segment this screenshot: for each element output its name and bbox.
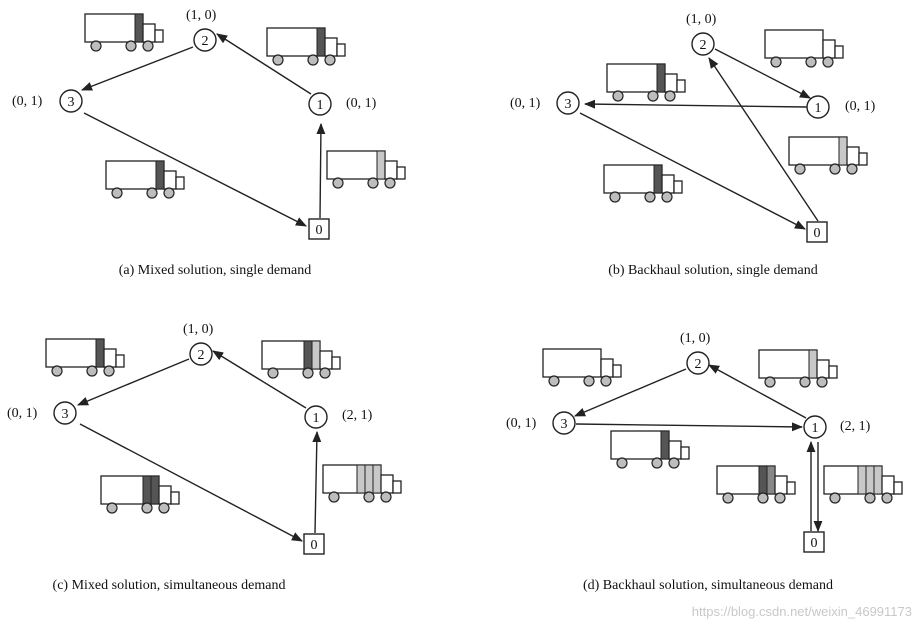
truck-icon — [266, 27, 346, 66]
truck-icon — [105, 160, 185, 199]
edge-c-0-1 — [312, 430, 322, 534]
node-a-3: 3 — [59, 89, 83, 113]
truck-icon — [322, 464, 402, 503]
edge-b-0-2 — [708, 57, 819, 222]
caption-d: (d) Backhaul solution, simultaneous dema… — [583, 578, 833, 593]
node-a-1: 1 — [308, 92, 332, 116]
caption-c: (c) Mixed solution, simultaneous demand — [53, 578, 286, 593]
panel-b: 1 2 3 0 (0, 1) (1, 0) (0, 1) (b) Backhau… — [510, 12, 876, 278]
node-c-3-label: (0, 1) — [7, 406, 38, 421]
truck-icon — [326, 150, 406, 189]
svg-text:0: 0 — [316, 223, 323, 238]
caption-a: (a) Mixed solution, single demand — [119, 263, 311, 278]
truck-icon — [716, 465, 796, 504]
truck-icon — [788, 136, 868, 175]
node-a-1-label: (0, 1) — [346, 96, 377, 111]
edge-c-3-0 — [79, 423, 303, 542]
truck-icon — [45, 338, 125, 377]
edge-c-2-3 — [76, 358, 190, 406]
truck-icon — [610, 430, 690, 469]
svg-text:1: 1 — [815, 101, 822, 116]
node-d-2: 2 — [686, 351, 710, 375]
svg-text:0: 0 — [811, 536, 818, 551]
svg-text:0: 0 — [311, 538, 318, 553]
node-d-1: 1 — [803, 415, 827, 439]
node-b-2: 2 — [691, 32, 715, 56]
node-c-2-label: (1, 0) — [183, 322, 214, 337]
edge-b-2-1 — [714, 48, 811, 99]
node-d-1-label: (2, 1) — [840, 419, 871, 434]
panel-d: 1 2 3 0 (2, 1) (1, 0) (0, 1) (d) Backhau… — [506, 331, 903, 593]
edge-a-1-2 — [216, 33, 312, 95]
node-c-3: 3 — [53, 401, 77, 425]
edge-a-2-3 — [80, 46, 194, 91]
node-a-2-label: (1, 0) — [186, 8, 217, 23]
node-a-3-label: (0, 1) — [12, 94, 43, 109]
edge-a-0-1 — [316, 122, 326, 219]
node-b-1-label: (0, 1) — [845, 99, 876, 114]
truck-icon — [100, 475, 180, 514]
svg-text:3: 3 — [561, 417, 568, 432]
truck-icon — [261, 340, 341, 379]
truck-icon — [606, 63, 686, 102]
depot-a-0: 0 — [308, 218, 330, 240]
panel-c: 1 2 3 0 (2, 1) (1, 0) (0, 1) (c) Mixed s… — [7, 322, 402, 593]
svg-text:1: 1 — [317, 98, 324, 113]
svg-text:3: 3 — [68, 95, 75, 110]
panel-a: 1 2 3 0 (0, 1) (1, 0) (0, 1) (a) Mixed s… — [12, 8, 406, 278]
node-c-1: 1 — [304, 405, 328, 429]
depot-b-0: 0 — [806, 221, 828, 243]
edge-d-3-1 — [575, 422, 804, 432]
node-c-2: 2 — [189, 342, 213, 366]
svg-text:2: 2 — [700, 38, 707, 53]
truck-icon — [603, 164, 683, 203]
svg-text:1: 1 — [812, 421, 819, 436]
depot-d-0: 0 — [803, 531, 825, 553]
svg-text:0: 0 — [814, 226, 821, 241]
edge-d-1-2 — [708, 364, 807, 419]
svg-text:2: 2 — [695, 357, 702, 372]
truck-icon — [84, 13, 164, 52]
svg-text:3: 3 — [565, 97, 572, 112]
truck-icon — [542, 348, 622, 387]
watermark-text: https://blog.csdn.net/weixin_46991173 — [692, 604, 912, 619]
node-b-3: 3 — [556, 91, 580, 115]
node-b-2-label: (1, 0) — [686, 12, 717, 27]
node-d-3-label: (0, 1) — [506, 416, 537, 431]
truck-icon — [764, 29, 844, 68]
truck-icon — [823, 465, 903, 504]
node-b-3-label: (0, 1) — [510, 96, 541, 111]
node-d-2-label: (1, 0) — [680, 331, 711, 346]
edge-c-1-2 — [212, 350, 307, 409]
node-a-2: 2 — [193, 28, 217, 52]
edge-a-3-0 — [83, 112, 307, 227]
caption-b: (b) Backhaul solution, single demand — [608, 263, 818, 278]
truck-icon — [758, 349, 838, 388]
svg-text:2: 2 — [202, 34, 209, 49]
svg-text:3: 3 — [62, 407, 69, 422]
edge-d-2-3 — [573, 368, 687, 417]
node-b-1: 1 — [806, 95, 830, 119]
node-c-1-label: (2, 1) — [342, 408, 373, 423]
node-d-3: 3 — [552, 411, 576, 435]
edge-b-3-0 — [579, 112, 806, 230]
svg-text:1: 1 — [313, 411, 320, 426]
depot-c-0: 0 — [303, 533, 325, 555]
svg-text:2: 2 — [198, 348, 205, 363]
edge-b-1-3 — [583, 99, 808, 109]
